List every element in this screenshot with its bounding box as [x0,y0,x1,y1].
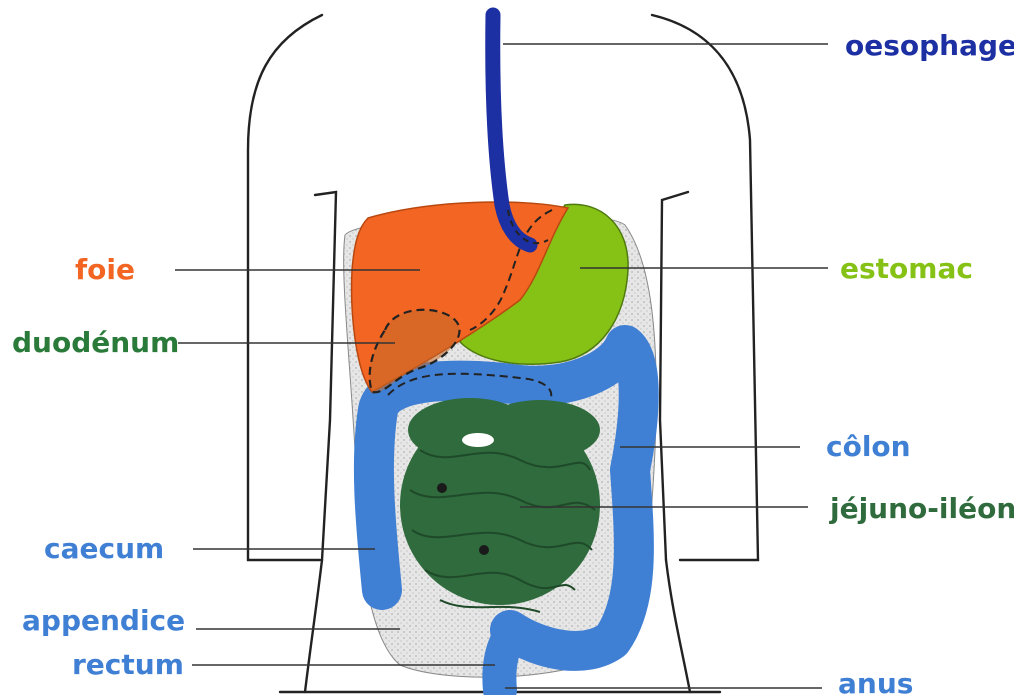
label-anus: anus [838,667,913,695]
left-hip-line [305,560,322,692]
label-foie: foie [75,253,135,286]
right-hip-line [666,560,690,692]
label-duodenum: duodénum [12,326,179,359]
label-oesophage: oesophage [845,29,1014,62]
label-rectum: rectum [72,648,184,681]
right-rib-line [660,192,688,560]
right-shoulder-line [652,15,758,560]
rectum-shape [499,632,512,690]
label-appendice: appendice [22,604,185,637]
label-caecum: caecum [44,532,164,565]
left-rib-line [315,192,336,560]
label-estomac: estomac [840,252,973,285]
left-shoulder-line [248,15,322,560]
label-jejuno: jéjuno-iléon [829,492,1014,525]
label-colon: côlon [826,430,911,463]
